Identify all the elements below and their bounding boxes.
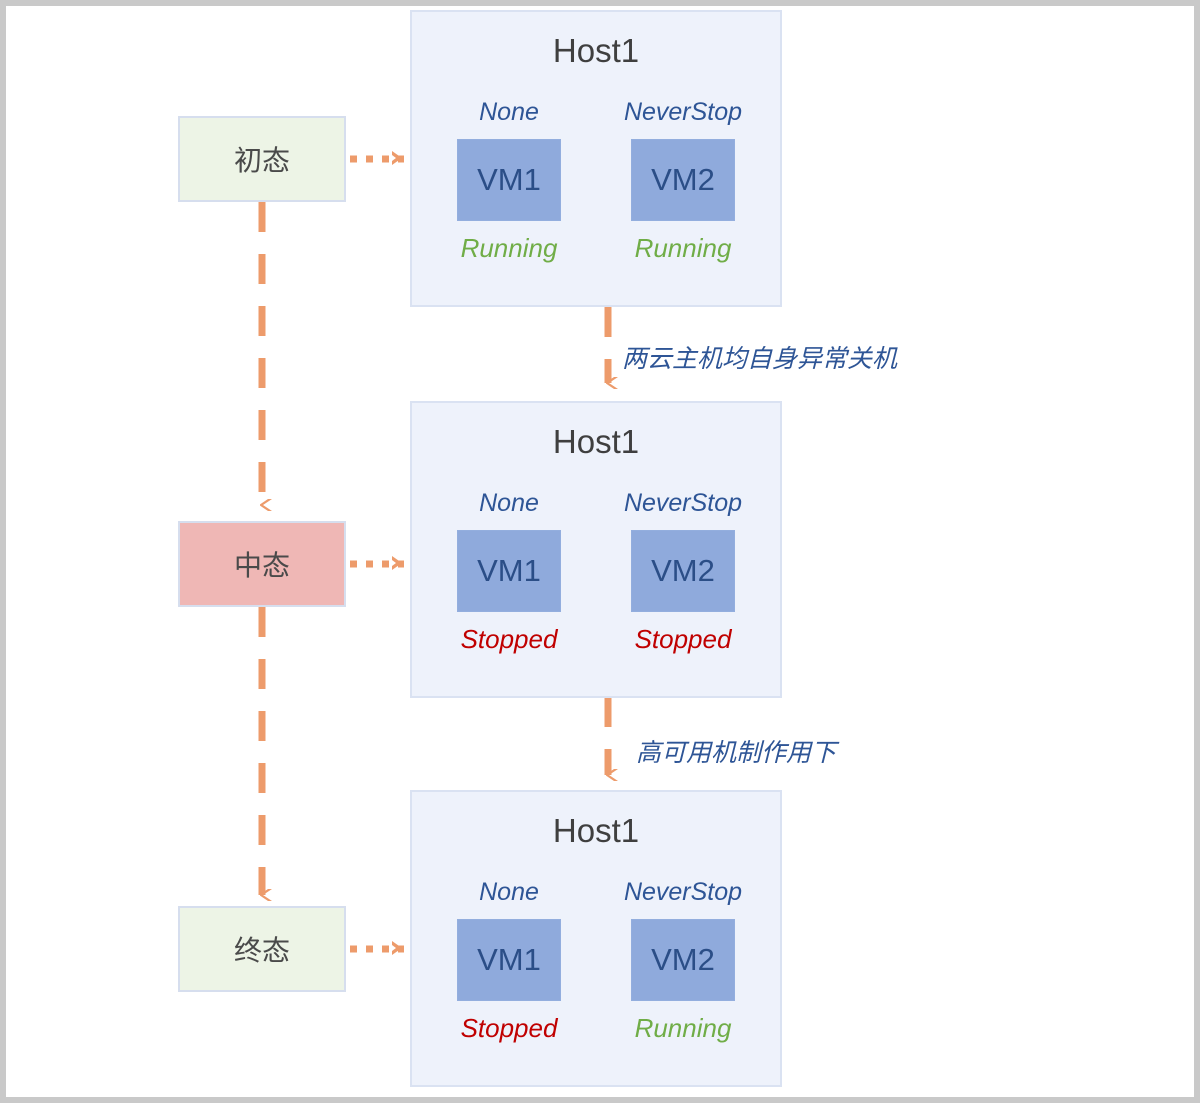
vm-policy-label: None: [479, 98, 539, 126]
vm-policy-label: NeverStop: [623, 489, 743, 517]
host-title: Host1: [552, 423, 640, 460]
vm-status-label: Stopped: [634, 624, 732, 654]
vm-box-vm1[interactable]: VM1: [457, 530, 561, 612]
host-title: Host1: [552, 812, 640, 849]
vm-column-vm2[interactable]: NeverStop VM2 Running: [608, 98, 758, 263]
vm-status-label: Running: [460, 233, 558, 263]
vm-status-label: Stopped: [460, 624, 558, 654]
state-box-final[interactable]: 终态: [178, 906, 346, 992]
state-box-initial[interactable]: 初态: [178, 116, 346, 202]
host-panel-stage-1[interactable]: Host1 None VM1 Running NeverStop VM2 Run…: [410, 10, 782, 307]
host-title: Host1: [552, 32, 640, 69]
vm-box-vm2[interactable]: VM2: [631, 919, 735, 1001]
host-panel-stage-2[interactable]: Host1 None VM1 Stopped NeverStop VM2 Sto…: [410, 401, 782, 698]
state-box-middle[interactable]: 中态: [178, 521, 346, 607]
state-label-middle: 中态: [233, 550, 290, 581]
state-label-final: 终态: [233, 935, 290, 966]
vm-box-vm2[interactable]: VM2: [631, 139, 735, 221]
vm-column-vm1[interactable]: None VM1 Stopped: [434, 491, 584, 652]
vm-status-label: Running: [634, 233, 732, 263]
vm-box-vm2[interactable]: VM2: [631, 530, 735, 612]
edge-label-host2-to-host3: 高可用机制作用下: [636, 739, 837, 767]
edge-label-host1-to-host2: 两云主机均自身异常关机: [622, 345, 898, 373]
state-label-initial: 初态: [233, 145, 290, 176]
vm-policy-label: None: [479, 878, 539, 906]
vm-box-vm1[interactable]: VM1: [457, 919, 561, 1001]
vm-column-vm2[interactable]: NeverStop VM2 Stopped: [608, 489, 758, 654]
vm-policy-label: NeverStop: [623, 878, 743, 906]
vm-policy-label: NeverStop: [623, 98, 743, 126]
vm-column-vm2[interactable]: NeverStop VM2 Running: [608, 878, 758, 1043]
host-panel-stage-3[interactable]: Host1 None VM1 Stopped NeverStop VM2 Run…: [410, 790, 782, 1087]
vm-column-vm1[interactable]: None VM1 Running: [434, 100, 584, 261]
vm-status-label: Stopped: [460, 1013, 558, 1043]
vm-policy-label: None: [479, 489, 539, 517]
vm-status-label: Running: [634, 1013, 732, 1043]
vm-box-vm1[interactable]: VM1: [457, 139, 561, 221]
vm-column-vm1[interactable]: None VM1 Stopped: [434, 880, 584, 1041]
